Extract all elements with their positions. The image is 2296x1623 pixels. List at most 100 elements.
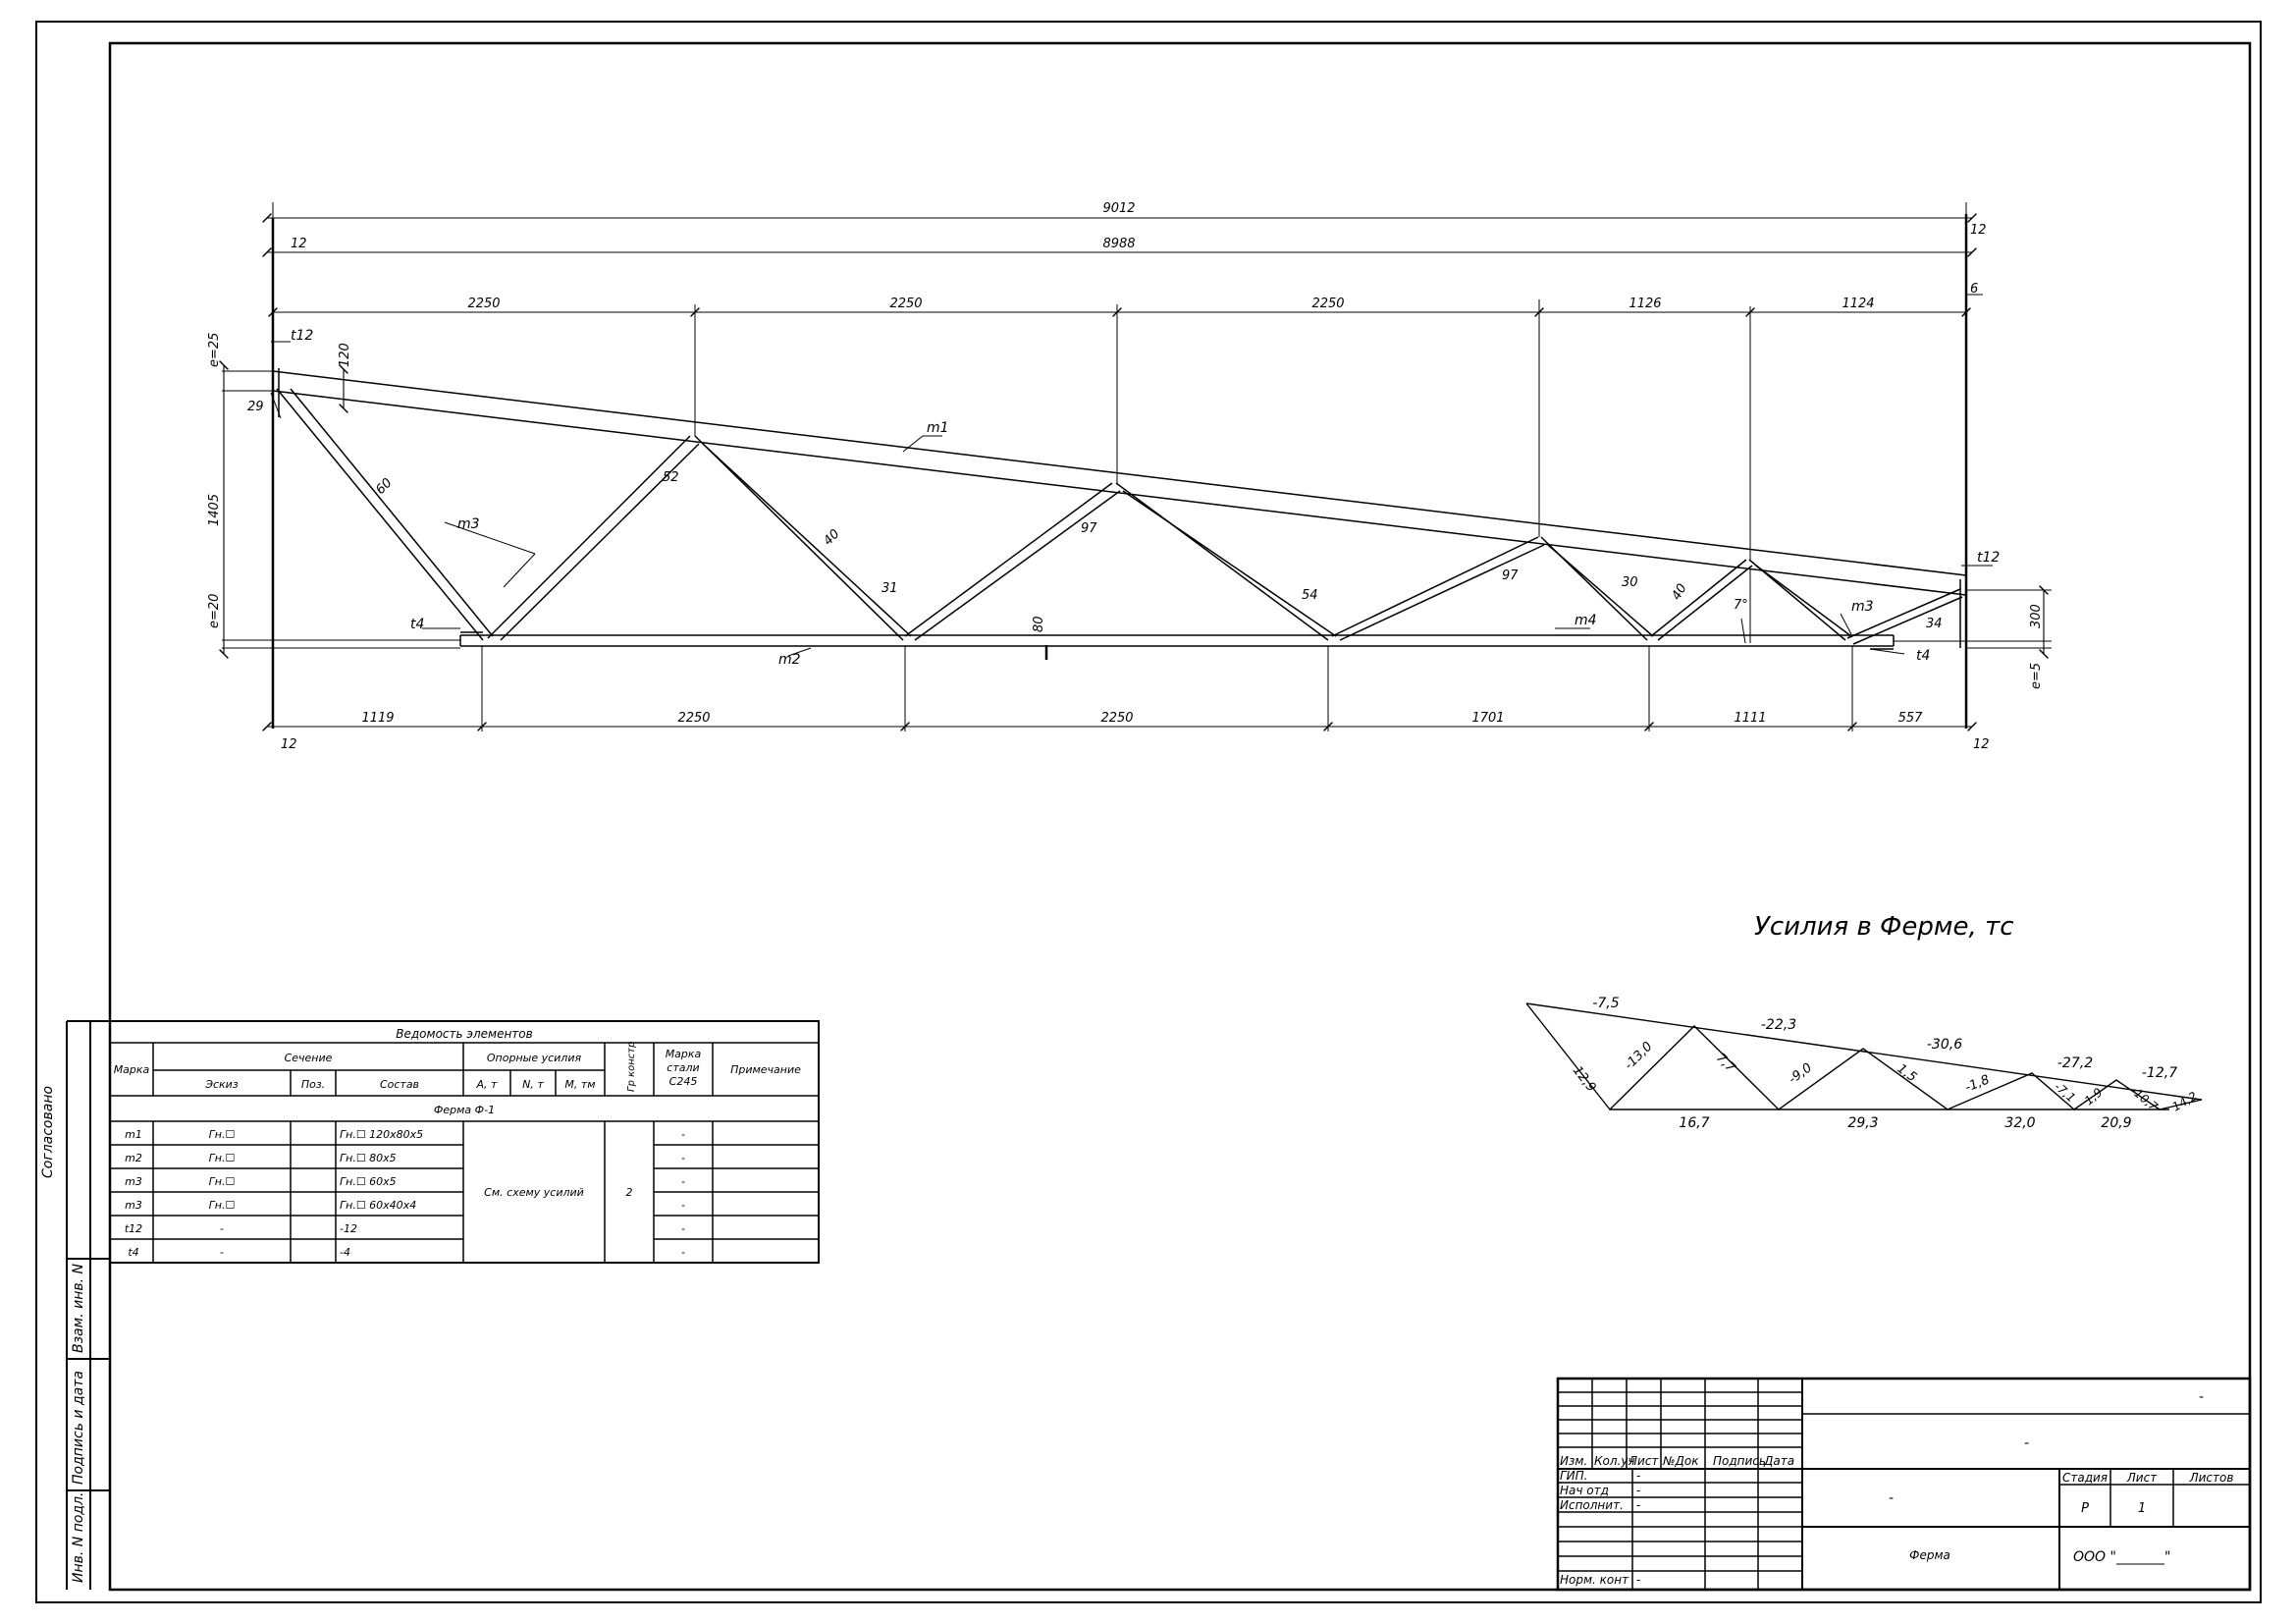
row-comp: Гн.☐ 60х40х4 bbox=[340, 1199, 416, 1212]
row-mark: t4 bbox=[128, 1246, 138, 1259]
force-top-5: -12,7 bbox=[2142, 1065, 2177, 1081]
dim-top-2: 2250 bbox=[889, 297, 922, 311]
force-top-3: -30,6 bbox=[1927, 1037, 1962, 1053]
schedule-group: Ферма Ф-1 bbox=[434, 1104, 495, 1116]
tb-nach-val: - bbox=[1636, 1484, 1640, 1497]
force-bot-3: 32,0 bbox=[2004, 1115, 2035, 1131]
tb-stage-h: Стадия bbox=[2062, 1471, 2108, 1485]
dim-end-left: 12 bbox=[291, 237, 307, 251]
schedule-h-forces: Опорные усилия bbox=[487, 1052, 582, 1064]
row-sketch: - bbox=[220, 1222, 224, 1235]
force-top-4: -27,2 bbox=[2057, 1055, 2093, 1071]
tb-isp: Исполнит. bbox=[1560, 1498, 1624, 1512]
tb-norm: Норм. конт bbox=[1560, 1573, 1629, 1587]
row-comp: Гн.☐ 120х80х5 bbox=[340, 1128, 423, 1141]
node-dim-a: 52 bbox=[663, 470, 679, 485]
dim-end-right: 12 bbox=[1970, 223, 1987, 238]
tb-col-sign: Подпись bbox=[1713, 1454, 1766, 1468]
tb-col-date: Дата bbox=[1763, 1454, 1794, 1468]
dim-bot-4: 1701 bbox=[1471, 711, 1504, 726]
dim-top-3: 2250 bbox=[1311, 297, 1344, 311]
side-inv-orig: Инв. N подл. bbox=[71, 1492, 86, 1584]
node-dim-b: 97 bbox=[1081, 521, 1097, 536]
label-m3-right: m3 bbox=[1851, 599, 1874, 615]
row-steel: - bbox=[681, 1246, 685, 1259]
tb-drawing: Ферма bbox=[1909, 1548, 1950, 1562]
force-diag-4: -9,0 bbox=[1787, 1060, 1815, 1087]
dim-left-height: 1405 bbox=[207, 494, 222, 526]
tb-gip: ГИП. bbox=[1560, 1469, 1588, 1483]
side-agreed: Согласовано bbox=[40, 1086, 56, 1178]
node-dim-j: 40 bbox=[1669, 581, 1689, 603]
force-diag-5: 1,5 bbox=[1895, 1061, 1920, 1085]
node-dim-d: 31 bbox=[881, 581, 898, 596]
dim-bot-5: 1111 bbox=[1734, 711, 1766, 726]
dim-overall-2: 8988 bbox=[1102, 237, 1135, 251]
tb-stage: Р bbox=[2081, 1501, 2089, 1516]
row-sketch: Гн.☐ bbox=[209, 1199, 236, 1212]
row-mark: t12 bbox=[125, 1222, 142, 1235]
inner-frame bbox=[108, 41, 2252, 1592]
side-sign-date: Подпись и дата bbox=[71, 1371, 86, 1485]
truss-elevation: 9012 8988 12 12 6 2250 2250 2250 1126 11… bbox=[207, 201, 2052, 752]
schedule-merged-forces: См. схему усилий bbox=[484, 1186, 584, 1199]
schedule-merged-gr: 2 bbox=[626, 1186, 633, 1199]
schedule-h-mark: Марка bbox=[114, 1063, 150, 1076]
tb-nach: Нач отд bbox=[1560, 1484, 1609, 1497]
row-comp: Гн.☐ 80х5 bbox=[340, 1152, 397, 1164]
schedule-h-pos: Поз. bbox=[301, 1078, 325, 1091]
node-dim-h: 34 bbox=[1926, 617, 1943, 631]
title-block: Изм. Кол.уч Лист №Док Подпись Дата ГИП. … bbox=[1556, 1377, 2252, 1592]
tb-col-doc: №Док bbox=[1662, 1454, 1699, 1468]
label-m2: m2 bbox=[778, 652, 801, 668]
node-dim-g: 30 bbox=[1622, 575, 1638, 590]
tb-sheets-h: Листов bbox=[2189, 1471, 2234, 1485]
dim-left-e-top: e=25 bbox=[207, 333, 222, 367]
dim-right-e-bot: e=5 bbox=[2029, 663, 2044, 689]
dim-left-e-bot: e=20 bbox=[207, 594, 222, 628]
tb-company: ООО "_______" bbox=[2073, 1549, 2170, 1565]
label-m4: m4 bbox=[1575, 613, 1597, 628]
label-m1: m1 bbox=[927, 420, 949, 436]
dim-end-right2: 6 bbox=[1970, 282, 1978, 297]
row-sketch: Гн.☐ bbox=[209, 1128, 236, 1141]
dim-bot-1: 1119 bbox=[361, 711, 394, 726]
schedule-h-m: М, тм bbox=[564, 1078, 595, 1091]
dim-right-height: 300 bbox=[2029, 604, 2044, 628]
force-diag-7: -7,1 bbox=[2052, 1080, 2078, 1106]
node-dim-f: 54 bbox=[1302, 588, 1318, 603]
node-dim-l: 7° bbox=[1734, 598, 1748, 613]
outer-frame bbox=[35, 21, 2262, 1603]
row-steel: - bbox=[681, 1152, 685, 1164]
label-t4-left: t4 bbox=[410, 617, 424, 632]
dim-left-depth: 120 bbox=[338, 343, 352, 367]
tb-sheet: 1 bbox=[2138, 1501, 2146, 1516]
tb-norm-val: - bbox=[1636, 1573, 1640, 1587]
force-diag-10: 14,2 bbox=[2170, 1089, 2200, 1113]
schedule-h-n: N, т bbox=[522, 1078, 544, 1091]
force-diagram: Усилия в Ферме, тс -7,5 -22,3 -30,6 -27,… bbox=[1525, 912, 2203, 1131]
row-sketch: Гн.☐ bbox=[209, 1152, 236, 1164]
tb-isp-val: - bbox=[1636, 1498, 1640, 1512]
row-steel: - bbox=[681, 1175, 685, 1188]
label-m3-left: m3 bbox=[457, 516, 480, 532]
tb-col-kol: Кол.уч bbox=[1594, 1454, 1635, 1468]
dim-left-gap: 29 bbox=[247, 400, 264, 414]
tb-object: - bbox=[2024, 1435, 2029, 1451]
dim-top-4: 1126 bbox=[1629, 297, 1661, 311]
dim-top-1: 2250 bbox=[467, 297, 500, 311]
row-sketch: Гн.☐ bbox=[209, 1175, 236, 1188]
schedule-h-section: Сечение bbox=[285, 1052, 333, 1064]
row-sketch: - bbox=[220, 1246, 224, 1259]
tb-col-list: Лист bbox=[1628, 1454, 1659, 1468]
dim-bot-end-right: 12 bbox=[1973, 737, 1990, 752]
node-dim-i: 40 bbox=[821, 527, 842, 549]
row-steel: - bbox=[681, 1199, 685, 1212]
schedule-h-comp: Состав bbox=[380, 1078, 419, 1091]
force-diagram-title: Усилия в Ферме, тс bbox=[1754, 912, 2014, 942]
row-mark: m2 bbox=[125, 1152, 142, 1164]
schedule-h-sketch: Эскиз bbox=[204, 1078, 239, 1091]
node-dim-e: 80 bbox=[1032, 616, 1046, 632]
row-steel: - bbox=[681, 1128, 685, 1141]
row-steel: - bbox=[681, 1222, 685, 1235]
